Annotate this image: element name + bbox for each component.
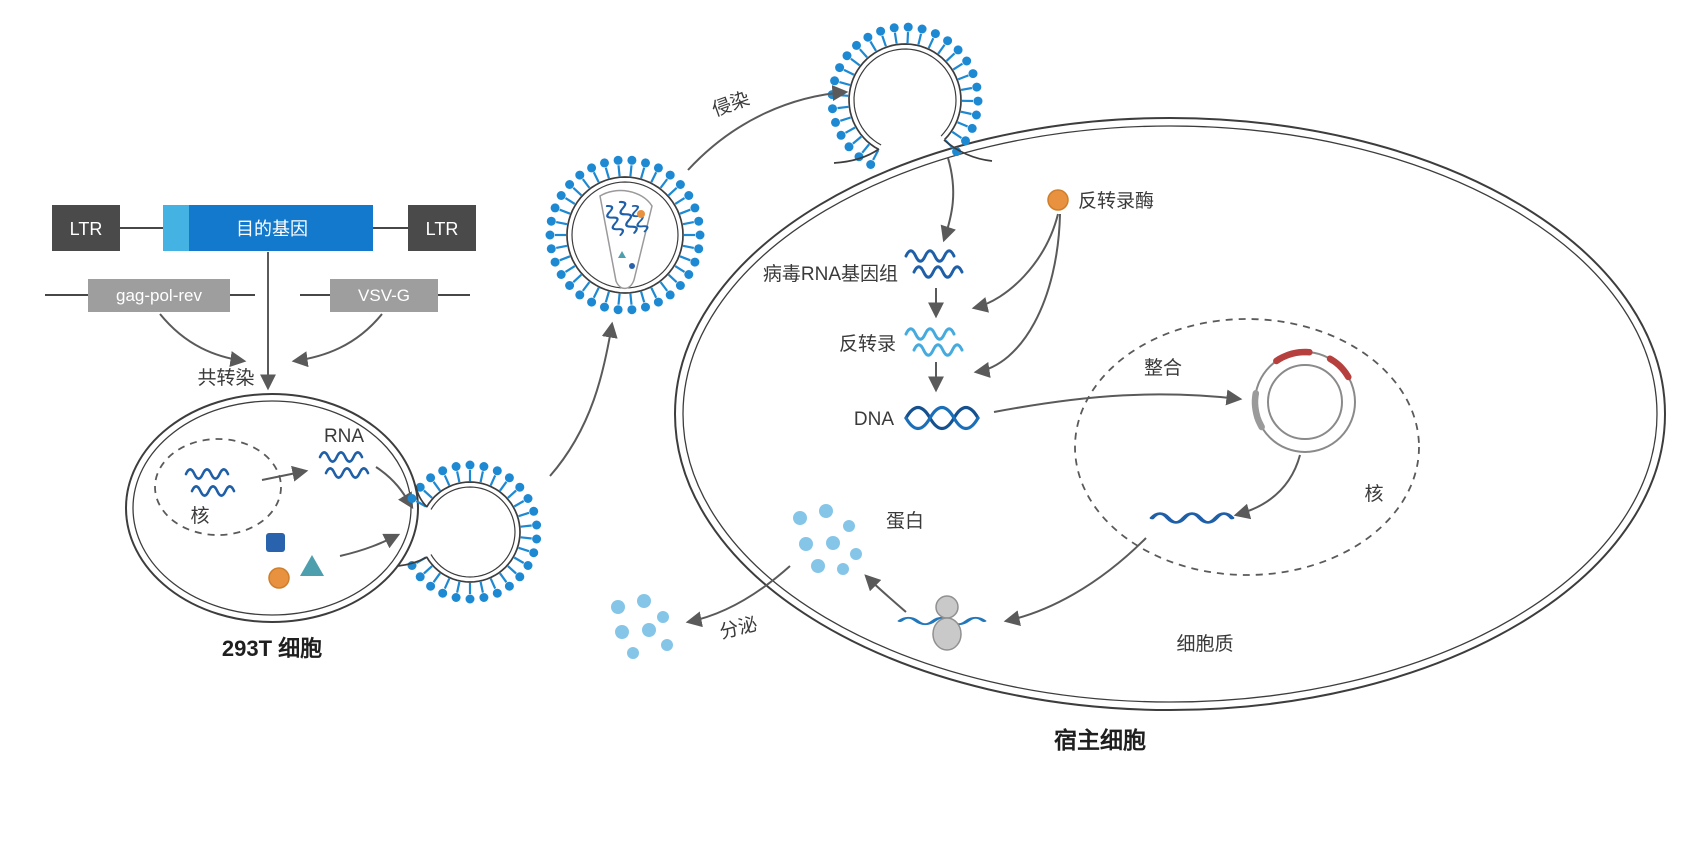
- capsid-protein-icon: [266, 533, 285, 552]
- protein-label: 蛋白: [886, 510, 924, 532]
- host-nucleus-label: 核: [1364, 483, 1383, 505]
- vsv-g-label: VSV-G: [358, 286, 410, 305]
- arrow-uncoating: [940, 157, 956, 243]
- integration-label: 整合: [1144, 357, 1182, 379]
- insert-segment-red-2: [1326, 355, 1352, 381]
- host-cell-name: 宿主细胞: [1054, 727, 1146, 753]
- ribosome-icon: [900, 595, 984, 651]
- arrow-gagpol-to-cell: [159, 313, 247, 367]
- ltr-right-box: [408, 205, 476, 251]
- ltr-left-label: LTR: [70, 219, 103, 239]
- fusion-neck-right: [943, 139, 993, 162]
- reverse-transcription-label: 反转录: [839, 333, 896, 355]
- infection-label: 侵染: [709, 88, 752, 122]
- arrow-translation-to-protein: [864, 574, 907, 613]
- arrow-transcription: [1233, 454, 1301, 520]
- host-cell-outer-membrane: [674, 117, 1666, 711]
- gag-pol-rev-label: gag-pol-rev: [116, 286, 202, 305]
- arrow-secretion: [685, 565, 791, 628]
- reverse-transcriptase-icon: [1047, 189, 1069, 211]
- budding-neck-top: [415, 485, 428, 508]
- target-gene-label: 目的基因: [236, 219, 308, 239]
- cytoplasm-label: 细胞质: [1176, 633, 1233, 655]
- arrow-vsvg-to-cell: [291, 313, 383, 368]
- target-gene-box: [163, 205, 373, 251]
- packaging-plasmids: gag-pol-rev VSV-G: [45, 279, 470, 312]
- transfer-vector-construct: LTR 目的基因 LTR: [52, 205, 476, 251]
- arrow-proteins-to-budding: [339, 533, 401, 557]
- reverse-transcriptase-label: 反转录酶: [1078, 190, 1154, 212]
- target-gene-strip: [163, 205, 189, 251]
- capsid-enzyme-dot: [637, 210, 645, 218]
- protein-cluster-inside: [793, 504, 862, 575]
- dna-helix-icon: [904, 405, 980, 431]
- capsid-triangle: [618, 251, 626, 258]
- virion-capsid: [599, 189, 653, 290]
- producer-nucleus-outline: [154, 438, 282, 536]
- arrow-mrna-to-ribosome: [1003, 537, 1147, 626]
- integrated-dna-circle-icon: [1251, 348, 1356, 453]
- cotransfection-label: 共转染: [197, 367, 254, 389]
- producer-cell-name: 293T 细胞: [222, 636, 322, 661]
- host-nucleus-outline: [1074, 318, 1420, 576]
- ltr-left-box: [52, 205, 120, 251]
- fusion-neck-left: [833, 148, 880, 164]
- producer-outer-membrane: [125, 393, 419, 623]
- arrow-infection: [687, 85, 849, 171]
- dna-label: DNA: [854, 409, 894, 430]
- insert-segment-red-1: [1273, 348, 1313, 365]
- arrow-rt-enzyme-1: [971, 213, 1059, 313]
- capsid-blue-dot: [629, 263, 635, 269]
- arrow-rna-to-budding: [375, 466, 414, 510]
- arrow-integration: [993, 389, 1243, 413]
- ltr-right-label: LTR: [426, 219, 459, 239]
- host-cell-inner-membrane: [682, 125, 1658, 703]
- protein-cluster-secreted: [611, 594, 673, 659]
- insert-segment-gray: [1251, 390, 1265, 431]
- arrow-budding-to-virion: [549, 321, 618, 477]
- budding-virion: [407, 460, 542, 604]
- arrow-nucleus-to-rna: [261, 465, 309, 482]
- enzyme-protein-icon: [268, 567, 290, 589]
- envelope-protein-icon: [300, 555, 324, 576]
- fusing-virion: [827, 22, 983, 169]
- cotransfection-step: 共转染: [159, 252, 383, 391]
- viral-rna-genome-label: 病毒RNA基因组: [763, 263, 898, 285]
- secretion-label: 分泌: [717, 613, 759, 644]
- vsv-g-box: [330, 279, 438, 312]
- host-cell: 核 病毒RNA基因组 反转录 DNA 反转录: [674, 117, 1666, 711]
- producer-cell-293t: 核 RNA: [125, 393, 419, 623]
- producer-nucleus-label: 核: [190, 505, 209, 527]
- rna-label: RNA: [324, 426, 364, 447]
- arrow-rt-enzyme-2: [973, 213, 1061, 378]
- budding-neck-bottom: [397, 556, 428, 567]
- gag-pol-rev-box: [88, 279, 230, 312]
